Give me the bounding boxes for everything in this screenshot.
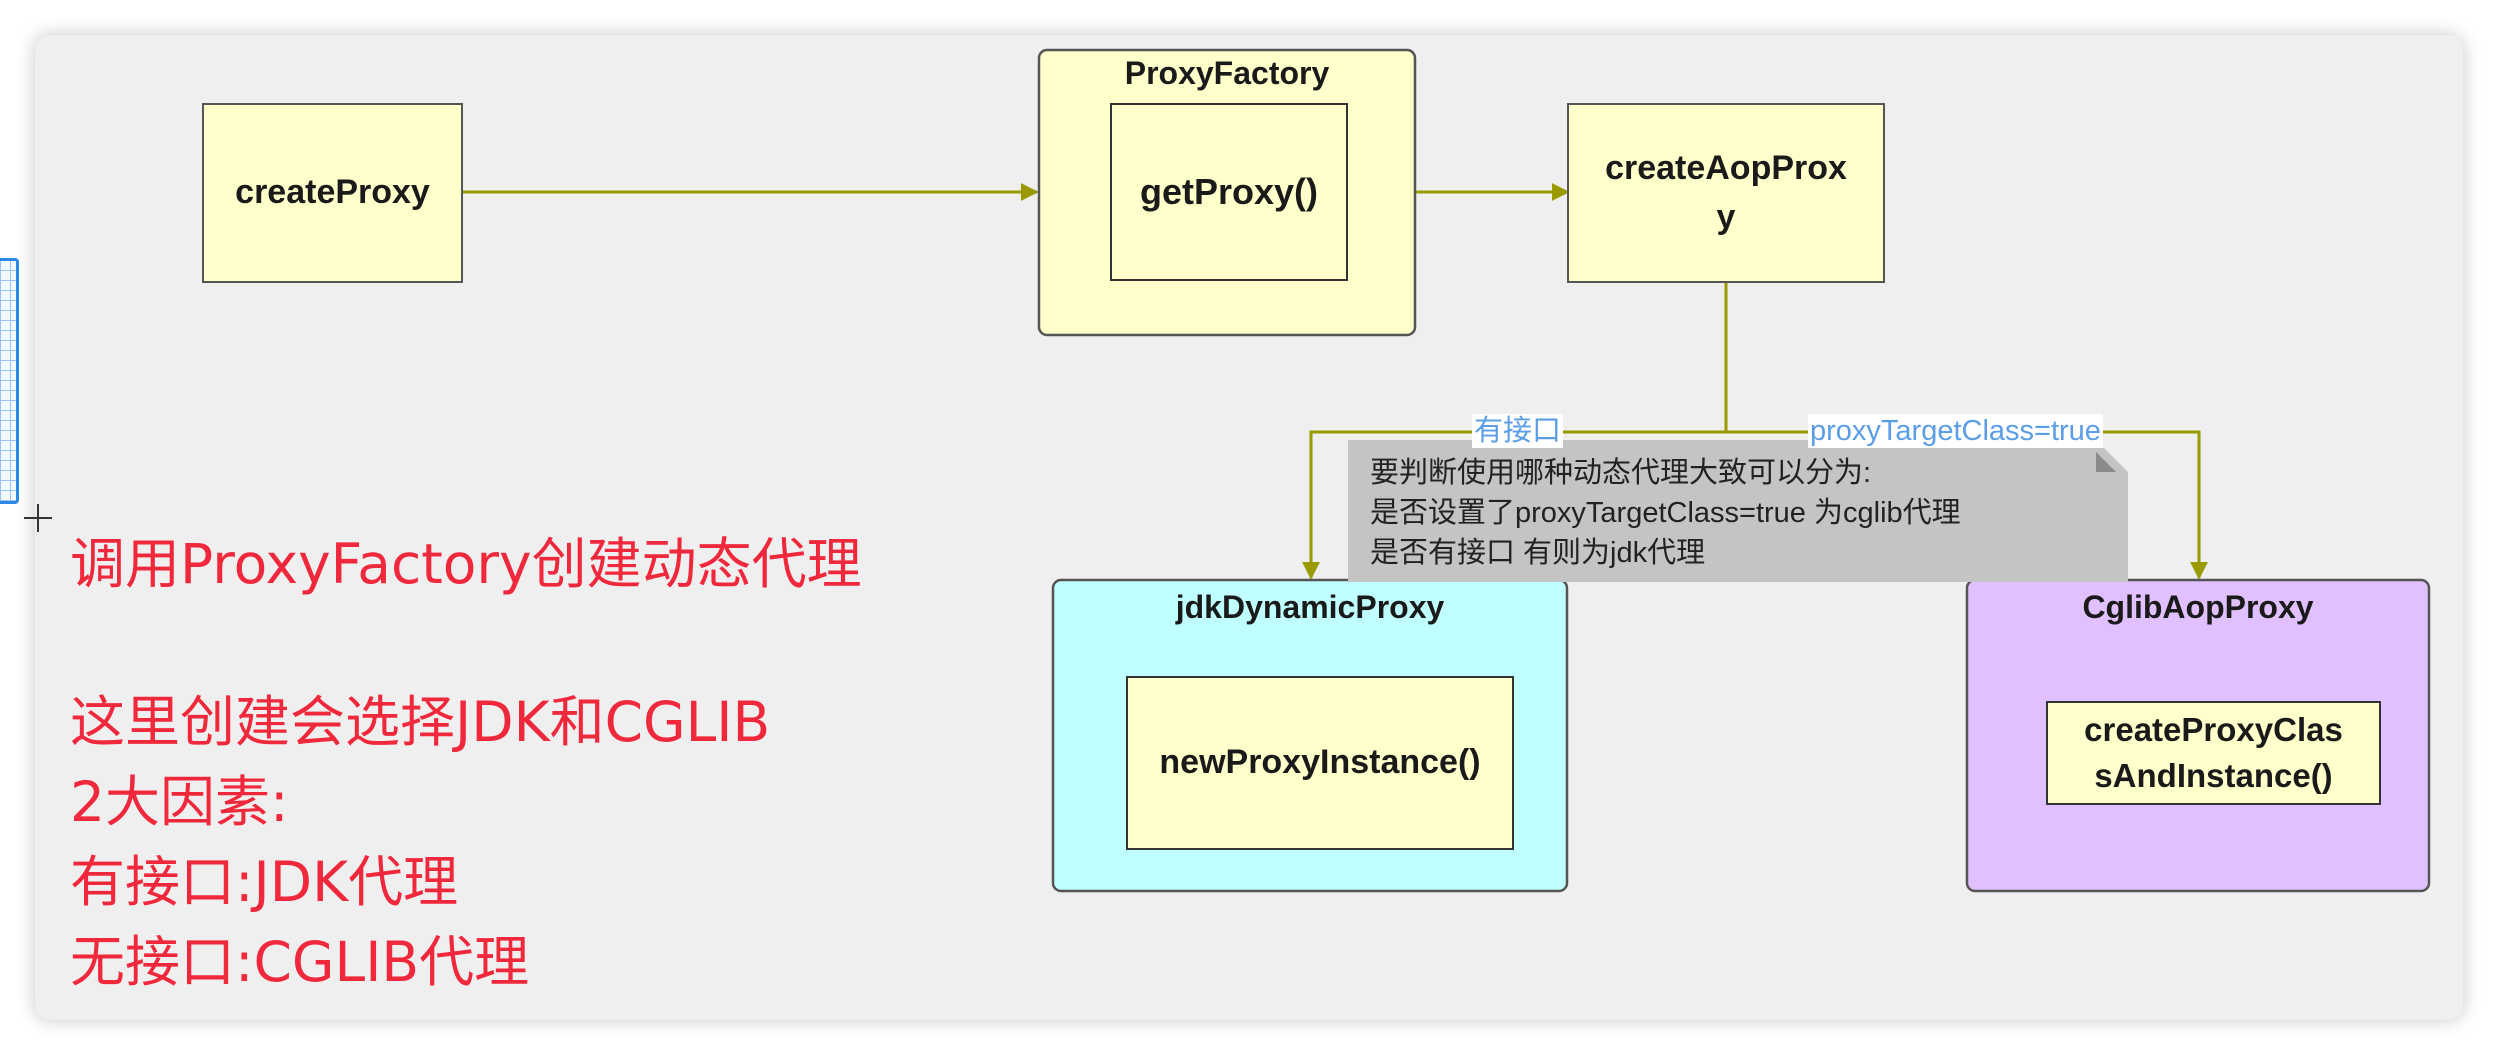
node-create-proxy-class[interactable] (2046, 701, 2381, 805)
label-create-proxy-class-line-1: createProxyClas (2084, 710, 2343, 748)
grid-widget[interactable] (0, 258, 19, 504)
note-line-3: 是否有接口 有则为jdk代理 (1370, 537, 1706, 569)
label-new-proxy-instance: newProxyInstance() (1159, 743, 1481, 782)
annotation-line-5: 无接口:CGLIB代理 (70, 930, 530, 994)
edge-to-jdk[interactable] (1302, 430, 1726, 580)
edge-label-has-interface[interactable]: 有接口 (1472, 414, 1564, 448)
label-proxy-factory: ProxyFactory (1124, 54, 1330, 91)
note-shape[interactable] (1348, 440, 2128, 582)
note-fold-icon (2096, 452, 2116, 472)
node-create-proxy[interactable] (202, 103, 463, 283)
edge-label-proxy-target-class[interactable]: proxyTargetClass=true (1808, 414, 2103, 448)
node-get-proxy[interactable] (1110, 103, 1348, 281)
label-jdk-dynamic-proxy: jdkDynamicProxy (1175, 588, 1445, 625)
node-new-proxy-instance[interactable] (1126, 676, 1514, 850)
label-cglib-aop-proxy: CglibAopProxy (2082, 588, 2314, 625)
label-create-aop-proxy-line-2: y (1716, 198, 1736, 236)
node-create-aop-proxy[interactable] (1567, 103, 1885, 283)
label-create-proxy-class: createProxyClas sAndInstance() (2047, 702, 2380, 804)
note-line-1: 要判断使用哪种动态代理大致可以分为: (1370, 457, 1872, 489)
label-create-proxy-class-line-2: sAndInstance() (2094, 757, 2333, 794)
label-create-proxy: createProxy (235, 173, 430, 212)
note-line-2: 是否设置了proxyTargetClass=true 为cglib代理 (1370, 497, 1961, 529)
crosshair-cursor-icon (24, 504, 52, 532)
label-create-aop-proxy: createAopProx y (1568, 104, 1884, 282)
label-get-proxy: getProxy() (1139, 170, 1319, 212)
annotation-line-1: 调用ProxyFactory创建动态代理 (70, 532, 862, 596)
annotation-line-2: 这里创建会选择JDK和CGLIB (70, 690, 771, 754)
annotation-line-4: 有接口:JDK代理 (70, 850, 459, 914)
annotation-line-3: 2大因素: (70, 770, 289, 834)
label-create-aop-proxy-line-1: createAopProx (1605, 148, 1847, 187)
